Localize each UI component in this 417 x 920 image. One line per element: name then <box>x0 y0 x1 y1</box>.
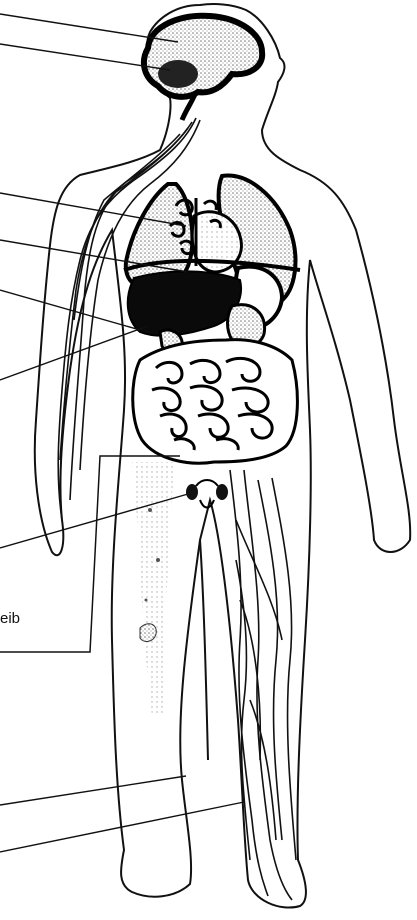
leg-divide <box>200 540 208 760</box>
partial-label: eib <box>0 610 20 627</box>
cerebellum <box>158 60 198 88</box>
intestines <box>133 340 298 464</box>
liver <box>128 271 241 335</box>
leg-nerves <box>230 470 296 900</box>
reproductive-organs <box>186 480 228 508</box>
brain <box>144 16 262 97</box>
